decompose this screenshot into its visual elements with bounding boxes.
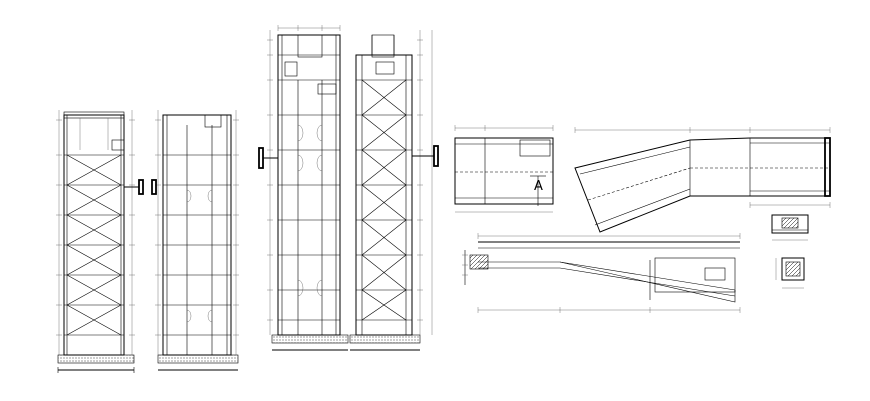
section-tag: A: [534, 179, 543, 194]
tower-3-elevation: [258, 25, 349, 351]
bridge-plan-short: A: [454, 125, 554, 213]
detail-1: [771, 214, 809, 241]
tower-4-elevation: [349, 30, 439, 351]
bridge-plan-angled: [574, 127, 831, 233]
detail-2: [775, 257, 805, 289]
tower-1-elevation: [56, 110, 144, 373]
tower-2-elevation: [151, 110, 239, 371]
bridge-section-ramp: [462, 233, 741, 313]
